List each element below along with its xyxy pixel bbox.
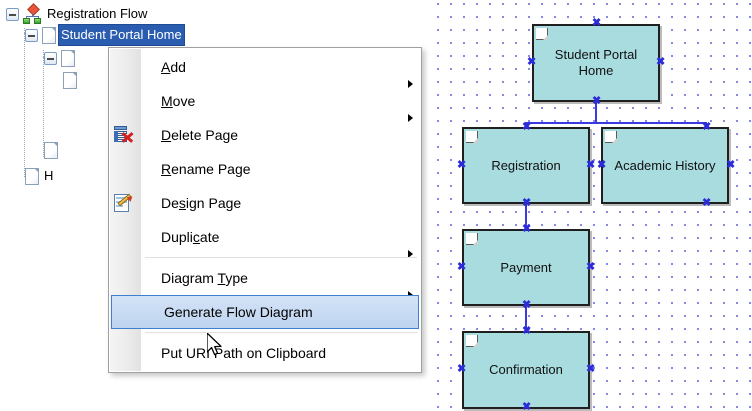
page-icon [42, 26, 56, 44]
flow-node-label: Student Portal Home [554, 47, 638, 78]
page-corner-fold-icon [605, 131, 617, 143]
tree-guide-line [43, 50, 44, 158]
page-icon [25, 167, 39, 185]
page-corner-fold-icon [466, 233, 478, 245]
tree-item-student-portal-home[interactable]: Student Portal Home [25, 24, 185, 46]
menu-item-add[interactable]: Add [109, 50, 421, 88]
design-page-icon [114, 193, 135, 213]
menu-item-label: Generate Flow Diagram [164, 304, 313, 320]
menu-icon-slot [109, 336, 139, 370]
menu-icon-slot [109, 50, 139, 84]
menu-item-generate-flow-diagram[interactable]: Generate Flow Diagram [111, 295, 419, 329]
menu-item-duplicate[interactable]: Duplicate [109, 220, 421, 258]
delete-page-icon [114, 126, 134, 145]
tree-guide-line [24, 28, 25, 178]
menu-item-label: Add [161, 59, 186, 75]
flow-node-confirmation[interactable]: Confirmation [462, 331, 590, 409]
connector-registration-to-payment [525, 202, 527, 231]
menu-item-label: Design Page [161, 195, 242, 211]
tree-item-h[interactable]: H [25, 166, 55, 186]
tree-item-child-3[interactable] [44, 140, 61, 160]
menu-item-label: Diagram Type [161, 270, 248, 286]
page-corner-fold-icon [466, 131, 478, 143]
flow-diagram-canvas[interactable]: Student Portal Home Registration Academi… [436, 0, 752, 411]
expander-minus-icon[interactable] [25, 28, 38, 42]
expander-minus-icon[interactable] [44, 51, 57, 65]
flow-node-label: Payment [500, 259, 552, 275]
menu-icon-slot [109, 186, 139, 220]
hierarchy-icon [23, 3, 41, 24]
flow-node-payment[interactable]: Payment [462, 229, 590, 306]
connector-branch-to-registration [525, 122, 527, 129]
menu-item-design-page[interactable]: Design Page [109, 186, 421, 220]
flow-node-registration[interactable]: Registration [462, 127, 590, 204]
menu-item-label: Rename Page [161, 161, 251, 177]
menu-icon-slot [112, 295, 142, 329]
tree-item-child-2[interactable] [63, 70, 84, 90]
tree-item-child-1[interactable] [44, 48, 82, 68]
menu-item-diagram-type[interactable]: Diagram Type [109, 261, 421, 299]
menu-item-put-uri-path-on-clipboard[interactable]: Put URI Path on Clipboard [109, 336, 421, 370]
menu-icon-slot [109, 84, 139, 118]
connector-home-to-branch [595, 100, 597, 124]
tree-item-label: H [44, 168, 54, 183]
page-icon [44, 141, 58, 159]
menu-item-delete-page[interactable]: Delete Page [109, 118, 421, 152]
flow-node-label: Academic History [614, 157, 716, 173]
page-icon [63, 71, 77, 89]
menu-separator [145, 257, 417, 258]
tree-root-label: Registration Flow [47, 6, 148, 21]
menu-icon-slot [109, 261, 139, 295]
menu-item-label: Duplicate [161, 229, 220, 245]
menu-item-rename-page[interactable]: Rename Page [109, 152, 421, 186]
page-corner-fold-icon [536, 28, 548, 40]
connector-branch-to-academic-history [705, 122, 707, 129]
menu-item-move[interactable]: Move [109, 84, 421, 122]
menu-icon-slot [109, 152, 139, 186]
flow-node-label: Confirmation [489, 362, 563, 377]
context-menu[interactable]: Add Move Delete Page Rename Page Design … [108, 47, 422, 373]
flow-node-academic-history[interactable]: Academic History [601, 127, 729, 204]
menu-item-label: Move [161, 93, 196, 109]
tree-root-node[interactable]: Registration Flow [6, 3, 149, 24]
page-corner-fold-icon [466, 335, 478, 347]
menu-item-label: Put URI Path on Clipboard [161, 345, 326, 361]
connector-branch-horizontal [525, 122, 707, 124]
flow-node-label: Registration [491, 157, 561, 173]
page-icon [61, 49, 75, 67]
menu-icon-slot [109, 118, 139, 152]
menu-separator [145, 332, 417, 333]
menu-item-label: Delete Page [161, 127, 239, 143]
connector-payment-to-confirmation [525, 304, 527, 333]
menu-icon-slot [109, 220, 139, 254]
tree-item-label: Student Portal Home [58, 24, 185, 46]
expander-minus-icon[interactable] [6, 7, 19, 21]
flow-node-student-portal-home[interactable]: Student Portal Home [532, 24, 660, 102]
